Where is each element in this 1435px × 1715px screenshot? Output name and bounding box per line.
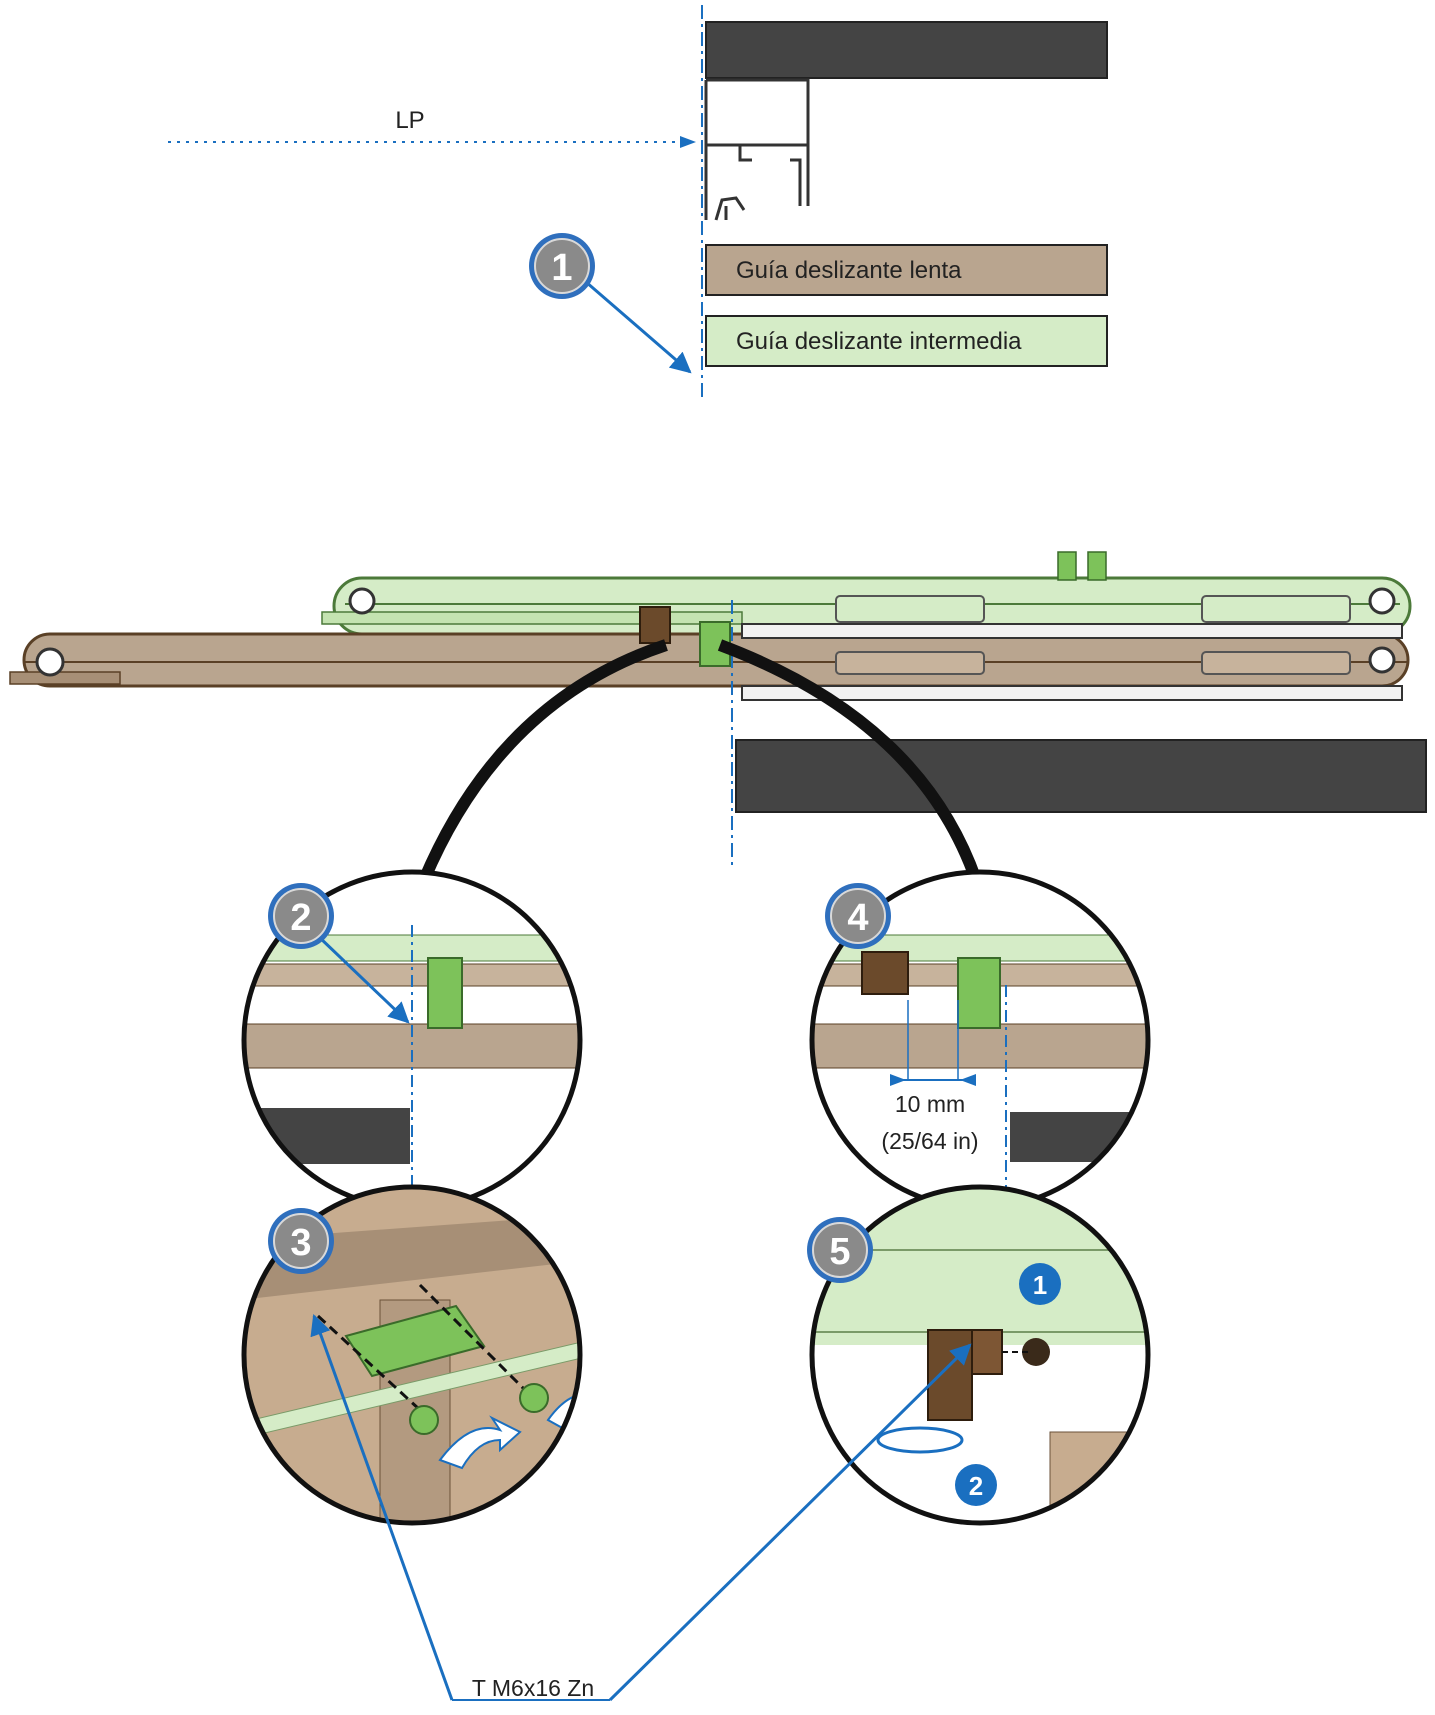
step1-pointer [585,280,692,374]
step3-badge: 3 [268,1208,334,1274]
zoom-line-left [418,639,668,883]
measure-in-label: (25/64 in) [881,1128,978,1154]
step1-badge: 1 [529,233,595,299]
screw-callout: T M6x16 Zn [310,1314,972,1702]
substep2-badge: 2 [955,1464,997,1506]
measure-mm-label: 10 mm [895,1091,965,1117]
zoom-line-right [717,639,982,882]
step2-badge: 2 [268,883,334,949]
svg-text:3: 3 [290,1222,311,1264]
dark-panel-middle [735,739,1427,813]
lp-arrowhead [680,136,696,148]
svg-text:2: 2 [290,897,311,939]
detail-2: 2 [241,869,583,1211]
brown-clamp [639,606,671,644]
brown-pulley-right [1368,646,1396,674]
svg-text:2: 2 [969,1471,983,1501]
svg-text:4: 4 [847,897,868,939]
slow-guide-bar [705,244,1108,296]
substep1-badge: 1 [1019,1263,1061,1305]
screw-pointer-right [608,1343,972,1702]
dark-panel-top [705,21,1108,79]
lp-label: LP [395,107,424,134]
intermediate-guide-bar [705,315,1108,367]
step4-badge: 4 [825,883,891,949]
screw-label: T M6x16 Zn [472,1675,594,1701]
step5-badge: 5 [807,1217,873,1283]
slow-guide-label: Guía deslizante lenta [736,257,962,284]
brown-pulley-left [35,647,65,677]
intermediate-guide-label: Guía deslizante intermedia [736,328,1022,355]
detail-5: 1 2 5 [807,1184,1151,1526]
green-pulley-right [1368,587,1396,615]
track-assembly [9,551,1427,883]
top-section: LP Guía deslizante lenta Guía deslizante… [168,5,1108,400]
detail-3: 3 [241,1184,583,1526]
svg-text:1: 1 [551,247,572,289]
green-pulley-left [348,587,376,615]
frame-profile [704,78,810,221]
svg-text:5: 5 [829,1231,850,1273]
step2-pointer [316,934,410,1024]
svg-text:1: 1 [1033,1270,1047,1300]
detail-4: 10 mm (25/64 in) 4 [809,869,1151,1211]
screw-pointer-left [310,1314,454,1701]
